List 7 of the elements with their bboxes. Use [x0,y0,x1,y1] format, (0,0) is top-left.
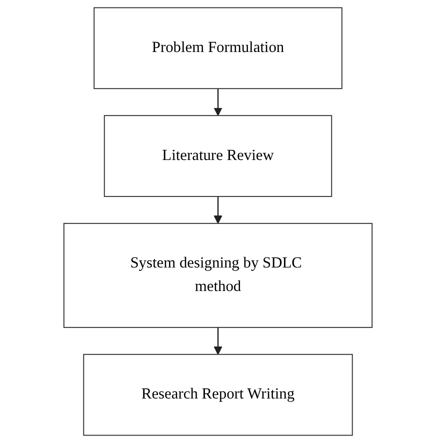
arrow [213,327,222,355]
arrow [213,88,222,116]
node-box: Research Report Writing [82,354,352,436]
node-box: System designing by SDLC method [62,222,372,328]
arrow [213,196,222,224]
node-box: Literature Review [103,115,332,197]
node-box: Problem Formulation [93,7,342,90]
